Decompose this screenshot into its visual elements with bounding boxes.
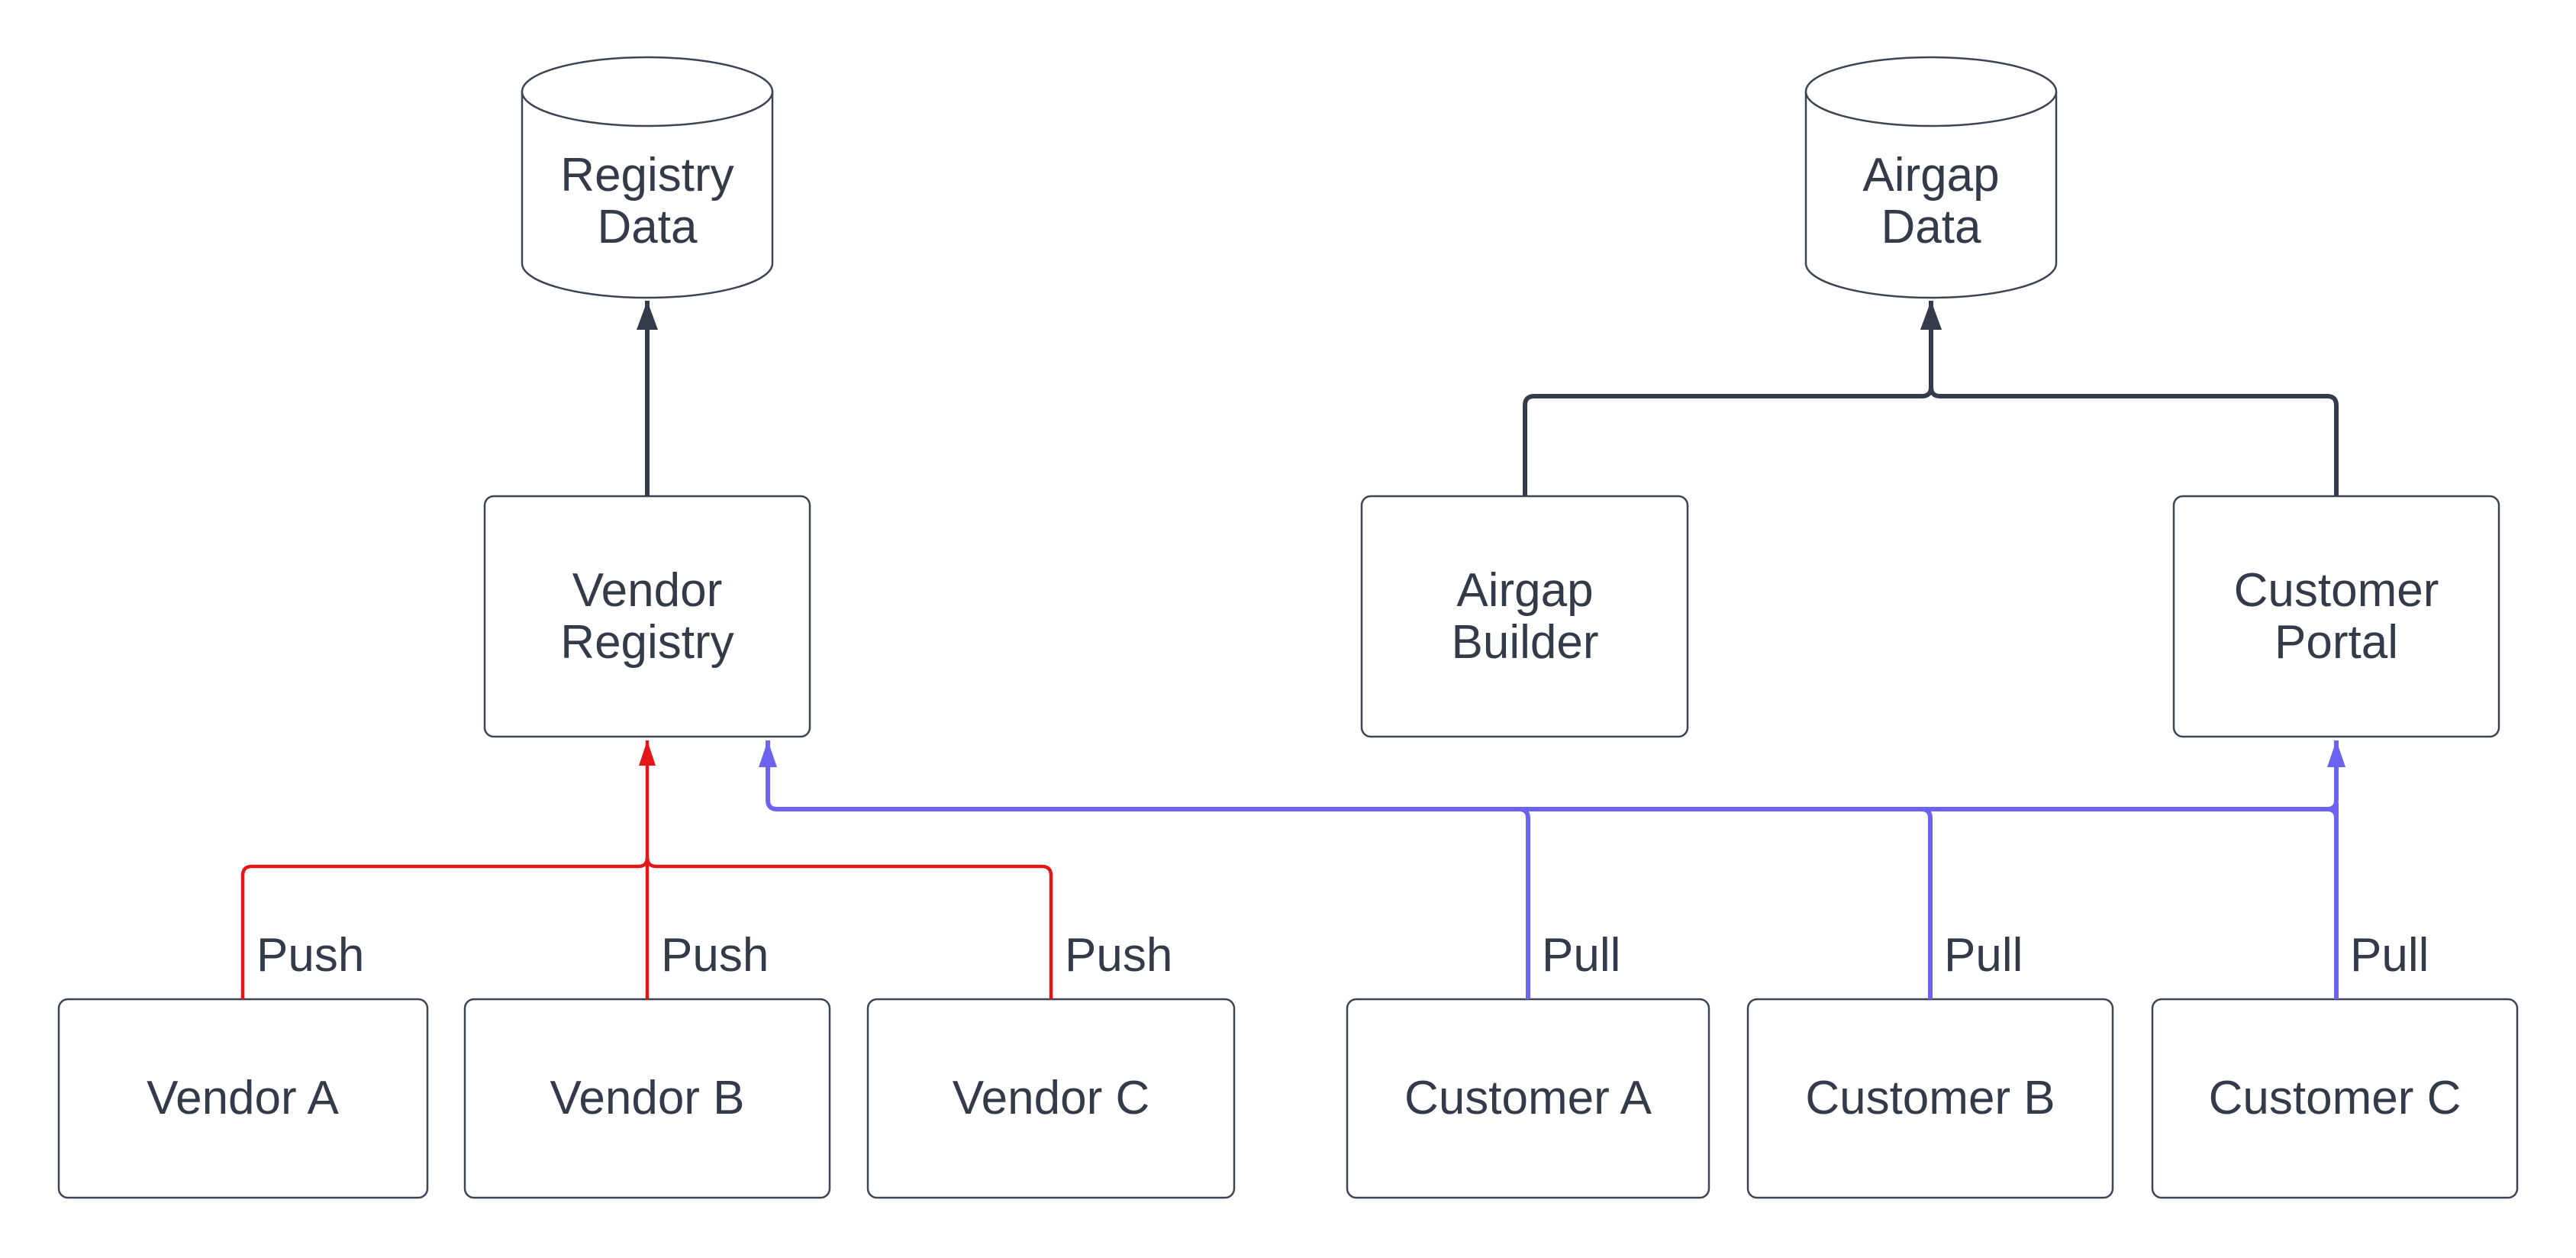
edge-label-push-c: Push — [1065, 929, 1172, 982]
cylinder-body — [521, 92, 774, 299]
node-label: Airgap — [1862, 149, 1999, 202]
node-label: Vendor C — [953, 1072, 1150, 1124]
edge-customer-b-to-vendor-registry — [777, 807, 1933, 999]
node-label: Customer A — [1404, 1072, 1652, 1124]
node-label: Data — [598, 201, 698, 253]
edge-label-pull-a: Pull — [1542, 929, 1620, 982]
node-label: Customer B — [1805, 1072, 2055, 1124]
node-vendor-registry: Vendor Registry — [483, 495, 811, 738]
node-label: Vendor A — [147, 1072, 339, 1124]
node-airgap-data: Airgap Data — [1804, 56, 2058, 299]
edge-label-push-a: Push — [256, 929, 364, 982]
node-label: Portal — [2275, 616, 2398, 669]
cylinder-body — [1804, 92, 2058, 299]
node-vendor-a: Vendor A — [57, 998, 429, 1199]
node-label: Vendor — [572, 564, 723, 617]
cylinder-top — [521, 56, 774, 127]
node-customer-portal: Customer Portal — [2172, 495, 2500, 738]
node-customer-c: Customer C — [2151, 998, 2519, 1199]
node-label: Builder — [1452, 616, 1599, 669]
edge-vendor-c-to-vendor-registry — [645, 856, 1053, 999]
node-label: Customer C — [2209, 1072, 2462, 1124]
edge-vendor-a-to-vendor-registry — [240, 856, 650, 999]
node-airgap-builder: Airgap Builder — [1360, 495, 1689, 738]
edge-label-pull-b: Pull — [1944, 929, 2023, 982]
edge-customer-portal-to-airgap-data — [1920, 301, 2339, 496]
node-customer-a: Customer A — [1346, 998, 1710, 1199]
node-label: Registry — [560, 149, 733, 202]
edge-customer-c-junction — [1832, 807, 2339, 999]
node-label: Registry — [560, 616, 733, 669]
node-registry-data: Registry Data — [521, 56, 774, 299]
node-vendor-b: Vendor B — [463, 998, 831, 1199]
cylinder-top — [1804, 56, 2058, 127]
node-label: Data — [1881, 201, 1981, 253]
node-vendor-c: Vendor C — [866, 998, 1236, 1199]
node-label: Vendor B — [550, 1072, 744, 1124]
edge-label-push-b: Push — [661, 929, 769, 982]
edge-airgap-builder-to-airgap-data — [1523, 301, 1942, 496]
edge-customer-c-to-customer-portal — [2213, 740, 2345, 811]
node-label: Airgap — [1456, 564, 1593, 617]
edge-label-pull-c: Pull — [2350, 929, 2429, 982]
node-customer-b: Customer B — [1746, 998, 2114, 1199]
node-label: Customer — [2234, 564, 2439, 617]
